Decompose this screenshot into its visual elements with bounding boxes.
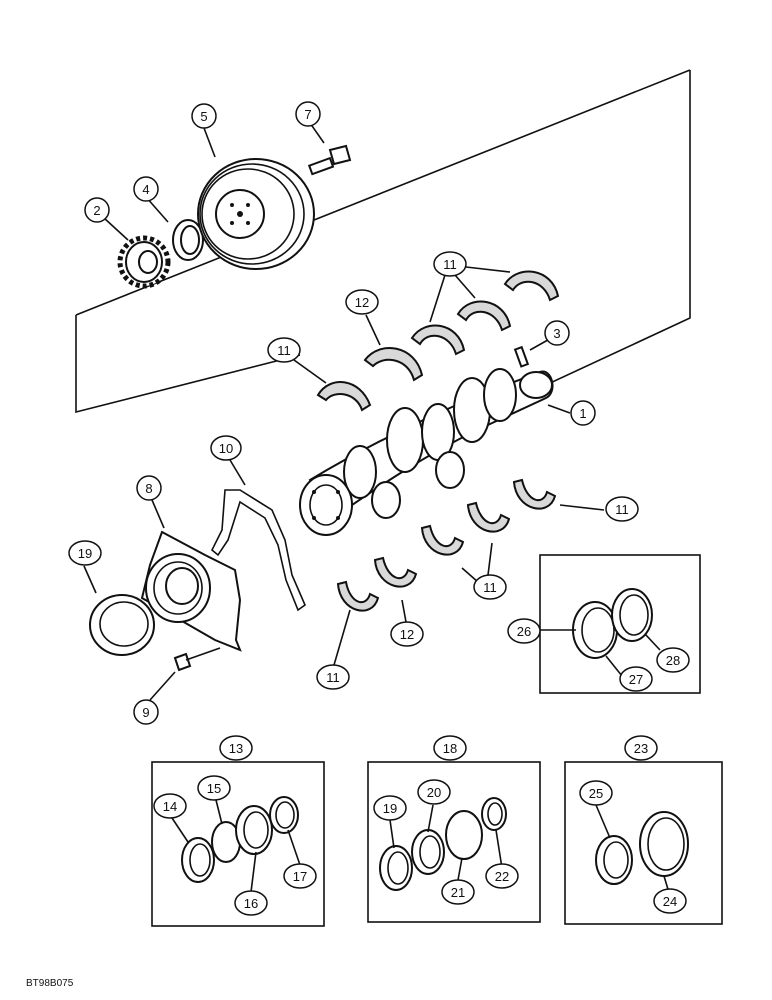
kit-box-18 <box>367 761 541 923</box>
callout-15: 15 <box>197 775 231 801</box>
svg-text:7: 7 <box>304 107 311 122</box>
svg-text:24: 24 <box>663 894 677 909</box>
dowel-pin <box>513 345 530 368</box>
callout-20: 20 <box>417 779 451 805</box>
svg-text:11: 11 <box>615 502 629 517</box>
kit-box-13 <box>151 761 325 927</box>
svg-text:27: 27 <box>629 672 643 687</box>
svg-text:17: 17 <box>293 869 307 884</box>
svg-text:11: 11 <box>326 670 340 685</box>
callout-18: 18 <box>433 735 467 761</box>
callout-11-d: 11 <box>473 574 507 600</box>
callout-17: 17 <box>283 863 317 889</box>
callout-11-b: 11 <box>267 337 301 363</box>
svg-text:18: 18 <box>443 741 457 756</box>
svg-text:26: 26 <box>517 624 531 639</box>
callout-19-b: 19 <box>373 795 407 821</box>
pulley-bolt <box>307 144 352 176</box>
svg-text:4: 4 <box>142 182 149 197</box>
crankshaft-pulley <box>197 158 315 270</box>
svg-text:21: 21 <box>451 885 465 900</box>
svg-text:19: 19 <box>78 546 92 561</box>
callout-11-c: 11 <box>605 496 639 522</box>
svg-text:25: 25 <box>589 786 603 801</box>
kit-box-23 <box>564 761 723 925</box>
callout-23: 23 <box>624 735 658 761</box>
callout-27: 27 <box>619 666 653 692</box>
callout-9: 9 <box>133 699 159 725</box>
explode-frame <box>75 69 691 414</box>
callout-19-a: 19 <box>68 540 102 566</box>
kit-box-26 <box>539 554 701 694</box>
rear-seal-housing <box>140 530 242 652</box>
svg-text:28: 28 <box>666 653 680 668</box>
svg-text:23: 23 <box>634 741 648 756</box>
svg-text:9: 9 <box>142 705 149 720</box>
svg-text:12: 12 <box>400 627 414 642</box>
callout-25: 25 <box>579 780 613 806</box>
svg-text:8: 8 <box>145 481 152 496</box>
callout-13: 13 <box>219 735 253 761</box>
figure-reference: BT98B075 <box>26 978 74 989</box>
crankshaft-gear <box>117 235 171 289</box>
svg-text:1: 1 <box>579 406 586 421</box>
callout-10: 10 <box>210 435 242 461</box>
callout-7: 7 <box>295 101 321 127</box>
callout-12-b: 12 <box>390 621 424 647</box>
wear-ring <box>172 219 204 261</box>
callout-1: 1 <box>570 400 596 426</box>
main-bearing-shells <box>316 270 560 612</box>
callout-8: 8 <box>136 475 162 501</box>
callout-16: 16 <box>234 890 268 916</box>
rear-oil-seal <box>89 594 155 656</box>
callout-14: 14 <box>153 793 187 819</box>
callout-2: 2 <box>84 197 110 223</box>
callout-21: 21 <box>441 879 475 905</box>
svg-text:2: 2 <box>93 203 100 218</box>
callout-5: 5 <box>191 103 217 129</box>
svg-text:20: 20 <box>427 785 441 800</box>
svg-text:14: 14 <box>163 799 177 814</box>
crankshaft <box>299 368 554 536</box>
housing-screw <box>173 647 221 672</box>
svg-text:10: 10 <box>219 441 233 456</box>
callout-11-a: 11 <box>433 251 467 277</box>
svg-text:13: 13 <box>229 741 243 756</box>
svg-text:11: 11 <box>483 580 497 595</box>
svg-text:19: 19 <box>383 801 397 816</box>
svg-text:16: 16 <box>244 896 258 911</box>
callout-28: 28 <box>656 647 690 673</box>
svg-text:3: 3 <box>553 326 560 341</box>
svg-text:5: 5 <box>200 109 207 124</box>
callout-3: 3 <box>544 320 570 346</box>
svg-text:11: 11 <box>277 343 291 358</box>
callout-11-e: 11 <box>316 664 350 690</box>
callout-12-a: 12 <box>345 289 379 315</box>
svg-text:15: 15 <box>207 781 221 796</box>
callout-4: 4 <box>133 176 159 202</box>
svg-text:12: 12 <box>355 295 369 310</box>
callout-22: 22 <box>485 863 519 889</box>
housing-gasket <box>211 489 306 612</box>
svg-text:22: 22 <box>495 869 509 884</box>
svg-text:11: 11 <box>443 257 457 272</box>
callout-26: 26 <box>507 618 541 644</box>
callout-24: 24 <box>653 888 687 914</box>
